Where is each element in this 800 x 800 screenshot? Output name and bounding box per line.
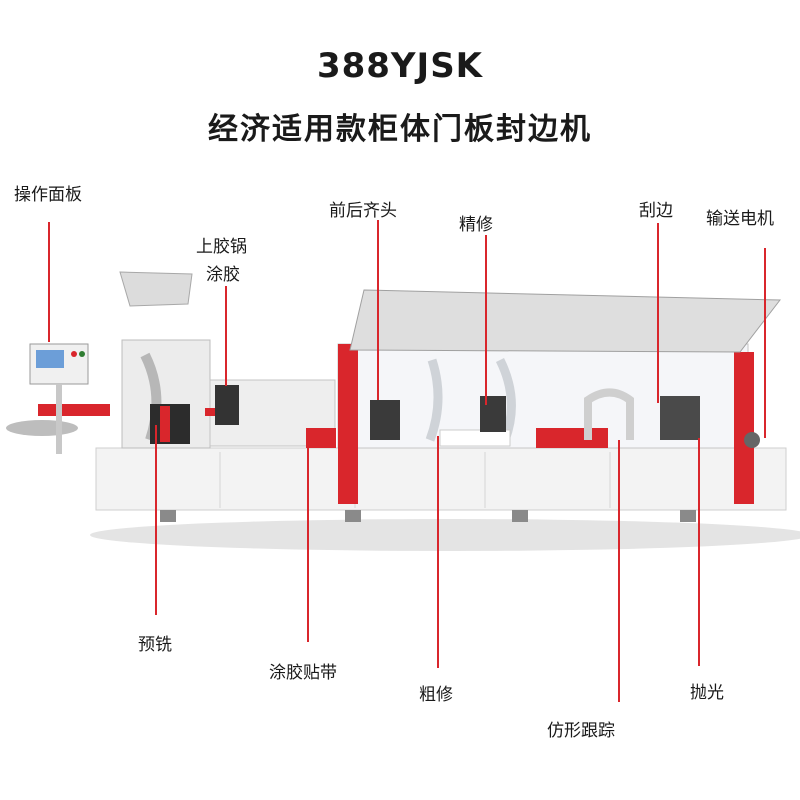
machine-foot [160, 510, 176, 522]
leader-glue [225, 286, 227, 386]
infeed-table [38, 404, 110, 416]
leader-end-trimming [377, 220, 379, 400]
tracking-frame [584, 388, 634, 440]
label-fine-trimming: 精修 [459, 215, 493, 235]
machine-foot [680, 510, 696, 522]
leader-polishing [698, 438, 700, 666]
machine-base [95, 447, 787, 511]
control-switch-strip [306, 428, 336, 448]
machine-foot [512, 510, 528, 522]
product-subtitle: 经济适用款柜体门板封边机 [208, 112, 592, 147]
label-pre-milling: 预铣 [138, 635, 172, 655]
label-glue-apply: 涂胶 [206, 265, 240, 285]
label-control-panel: 操作面板 [14, 185, 82, 205]
model-title: 388YJSK [316, 46, 484, 86]
leader-pre-milling [155, 425, 157, 615]
label-conveyor-motor: 输送电机 [706, 209, 774, 229]
label-glue-pot: 上胶锅 [196, 237, 247, 257]
glue-pot-cover [119, 271, 193, 307]
leader-control-panel [48, 222, 50, 342]
leader-rough-trimming [437, 436, 439, 668]
infeed-guide-wheel [6, 420, 78, 436]
leader-glue-banding [307, 432, 309, 642]
control-panel-screen [36, 350, 64, 368]
leader-conveyor-motor [764, 248, 766, 438]
label-contour-tracking: 仿形跟踪 [547, 721, 615, 741]
label-rough-trimming: 粗修 [419, 685, 453, 705]
red-pillar-left [338, 344, 358, 504]
label-glue-banding: 涂胶贴带 [269, 663, 337, 683]
machine-foot [345, 510, 361, 522]
red-pillar-right [734, 352, 754, 504]
leader-fine-trimming [485, 235, 487, 405]
label-end-trimming: 前后齐头 [329, 201, 397, 221]
main-enclosure-cover [349, 289, 781, 353]
label-scraping: 刮边 [639, 201, 673, 221]
leader-contour-tracking [618, 440, 620, 702]
floor-shadow [90, 519, 800, 551]
red-valve-block [536, 428, 608, 448]
label-polishing: 抛光 [690, 683, 724, 703]
leader-scraping [657, 223, 659, 403]
